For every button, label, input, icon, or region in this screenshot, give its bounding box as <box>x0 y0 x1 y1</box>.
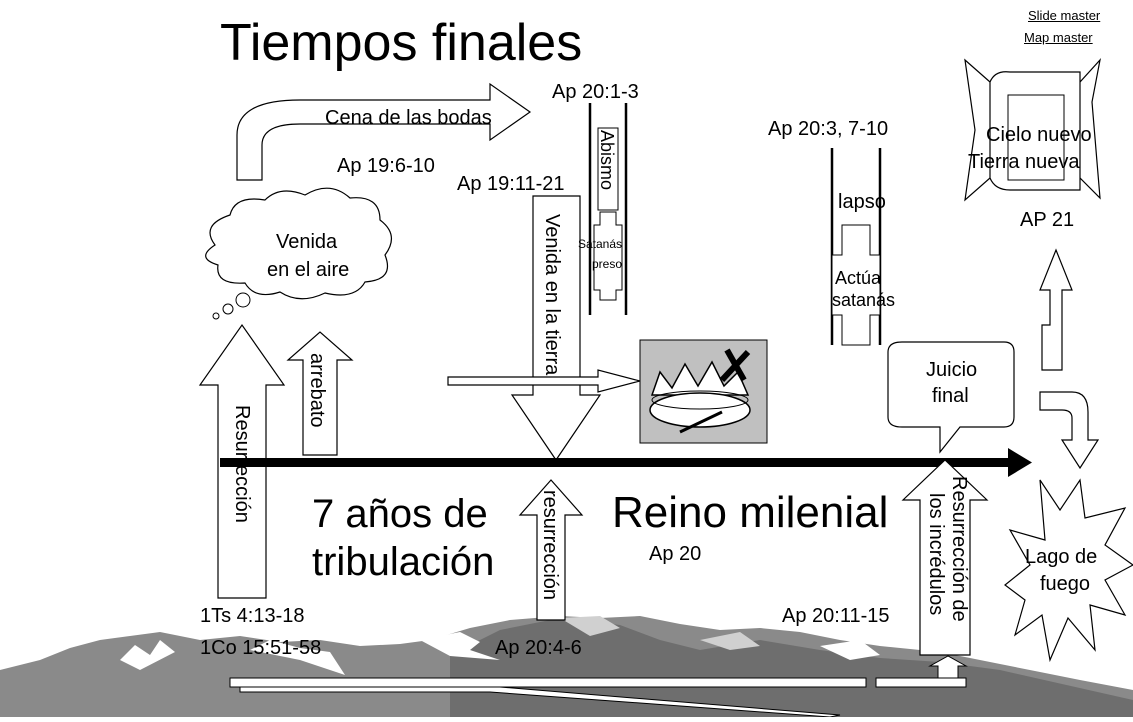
cena-arrow <box>236 82 532 181</box>
lapso-channel <box>830 148 882 346</box>
lapso-label: lapso <box>838 191 886 213</box>
venida-aire-cloud <box>205 187 392 320</box>
right-up-arrow <box>1039 248 1073 371</box>
satanas-preso-line2: preso <box>592 257 622 271</box>
lago-line2: fuego <box>1040 573 1090 595</box>
resurreccion-incredulos-line2: los incrédulos <box>925 493 947 615</box>
venida-aire-line1: Venida <box>276 231 338 253</box>
satanas-preso-line1: Satanás <box>578 237 622 251</box>
cielo-line1: Cielo nuevo <box>986 124 1092 146</box>
abismo-channel <box>588 103 628 315</box>
reino-label: Reino milenial <box>612 488 888 537</box>
juicio-line1: Juicio <box>926 359 977 381</box>
arrebato-arrow <box>286 331 354 456</box>
juicio-line2: final <box>932 385 969 407</box>
crown-arrow <box>447 369 643 393</box>
arrebato-label: arrebato <box>306 353 328 428</box>
abismo-label: Abismo <box>597 130 617 190</box>
tribulacion-line2: tribulación <box>312 540 494 584</box>
cielo-line2: Tierra nueva <box>968 151 1080 173</box>
slide-master-link[interactable]: Slide master <box>1028 8 1101 23</box>
ref-ap20-11: Ap 20:11-15 <box>782 605 890 627</box>
cena-label: Cena de las bodas <box>325 107 492 129</box>
actua-line1: Actúa <box>835 268 882 288</box>
ref-1co: 1Co 15:51-58 <box>200 637 321 659</box>
ref-ap20-4: Ap 20:4-6 <box>495 637 582 659</box>
actua-line2: satanás <box>832 290 895 310</box>
resurreccion-incredulos-line1: Resurrección de <box>948 476 970 622</box>
venida-aire-line2: en el aire <box>267 259 349 281</box>
map-master-link[interactable]: Map master <box>1024 30 1093 45</box>
ref-ap19-11: Ap 19:11-21 <box>457 173 565 195</box>
page-title: Tiempos finales <box>220 14 582 72</box>
tribulacion-line1: 7 años de <box>312 492 488 536</box>
lago-explosion <box>1004 478 1133 663</box>
ref-ap20: Ap 20 <box>649 543 701 565</box>
resurreccion-small-arrow <box>518 479 584 621</box>
venida-tierra-arrow <box>510 195 602 462</box>
timeline-arrow <box>220 448 1032 477</box>
right-curved-arrow <box>1039 391 1100 470</box>
juicio-bubble <box>887 341 1015 454</box>
resurreccion-incredulos-arrow <box>901 459 989 656</box>
ref-ap21: AP 21 <box>1020 209 1074 231</box>
lago-line1: Lago de <box>1025 546 1097 568</box>
ref-ap19-6: Ap 19:6-10 <box>337 155 435 177</box>
ref-1ts: 1Ts 4:13-18 <box>200 605 305 627</box>
crown-icon <box>639 339 768 444</box>
cielo-scroll <box>964 58 1101 202</box>
resurreccion-small-label: resurrección <box>539 490 561 600</box>
mountain-landscape <box>0 616 1133 718</box>
ref-ap20-1: Ap 20:1-3 <box>552 81 639 103</box>
ref-ap20-3: Ap 20:3, 7-10 <box>768 118 888 140</box>
venida-tierra-label: Venida en la tierra <box>541 214 563 376</box>
